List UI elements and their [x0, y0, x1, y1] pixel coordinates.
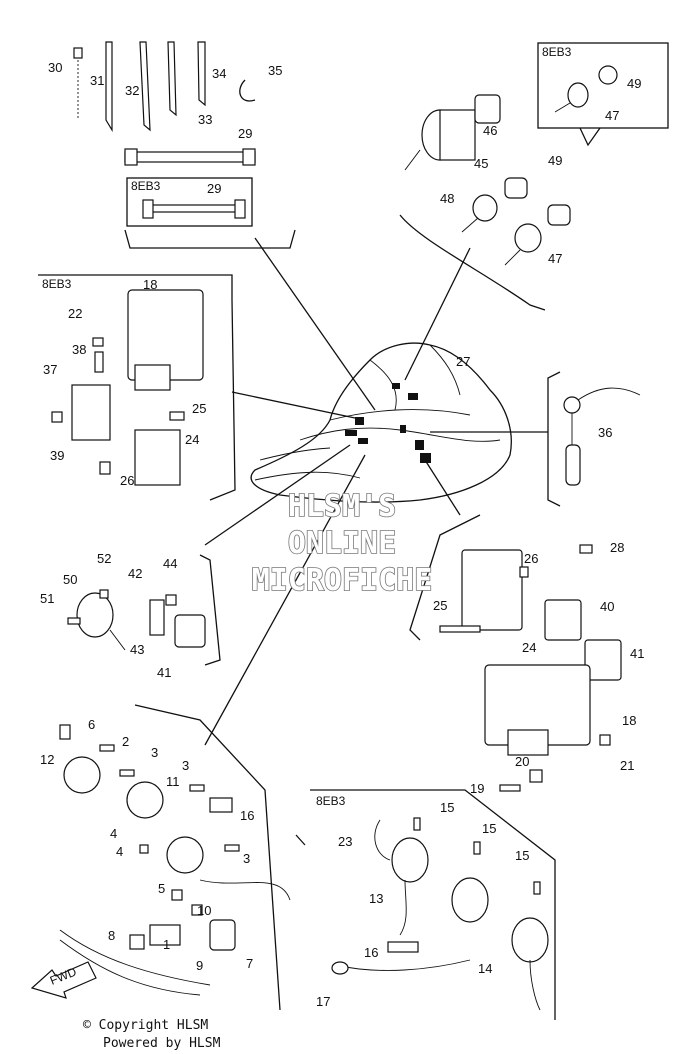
callout-16-right: 16: [364, 945, 378, 960]
callout-27: 27: [456, 354, 470, 369]
callout-52: 52: [97, 551, 111, 566]
callout-31: 31: [90, 73, 104, 88]
switch-group: [399, 42, 669, 311]
callout-17: 17: [316, 994, 330, 1009]
leader-lines: [204, 237, 548, 846]
callout-36: 36: [598, 425, 612, 440]
callout-22: 22: [68, 306, 82, 321]
callout-29-box: 29: [207, 181, 221, 196]
callout-40: 40: [600, 599, 614, 614]
model-tag-bottom-right: 8EB3: [316, 794, 346, 808]
watermark-line-3: MICROFICHE: [252, 563, 433, 598]
callout-11: 11: [166, 774, 180, 789]
callout-6: 6: [88, 717, 95, 732]
callout-32: 32: [125, 83, 139, 98]
callout-7: 7: [246, 956, 253, 971]
callout-25-left: 25: [192, 401, 206, 416]
callout-20: 20: [515, 754, 529, 769]
callout-26-right: 26: [524, 551, 538, 566]
model-tag-top-left: 8EB3: [131, 179, 161, 193]
callout-1: 1: [163, 937, 170, 952]
callout-3-b: 3: [182, 758, 189, 773]
callout-37: 37: [43, 362, 57, 377]
callout-33: 33: [198, 112, 212, 127]
ignition-8eb3-group: [310, 789, 556, 1020]
callout-41-left: 41: [157, 665, 171, 680]
callout-24-left: 24: [185, 432, 199, 447]
callout-35: 35: [268, 63, 282, 78]
callout-21: 21: [620, 758, 634, 773]
callout-2: 2: [122, 734, 129, 749]
sensor-group: [67, 554, 221, 666]
copyright-text: © Copyright HLSM: [83, 1018, 208, 1033]
callout-10: 10: [197, 903, 211, 918]
callout-4-b: 4: [116, 844, 123, 859]
callout-47: 47: [548, 251, 562, 266]
callout-38: 38: [72, 342, 86, 357]
callout-26-left: 26: [120, 473, 134, 488]
callout-47-box: 47: [605, 108, 619, 123]
callout-16-left: 16: [240, 808, 254, 823]
callout-48: 48: [440, 191, 454, 206]
callout-3-a: 3: [151, 745, 158, 760]
callout-15-c: 15: [515, 848, 529, 863]
rectifier-group: [409, 514, 622, 792]
callout-13: 13: [369, 891, 383, 906]
callout-15-b: 15: [482, 821, 496, 836]
callout-45: 45: [474, 156, 488, 171]
snowmobile-body: [250, 342, 512, 503]
callout-34: 34: [212, 66, 226, 81]
callout-9: 9: [196, 958, 203, 973]
callout-19: 19: [470, 781, 484, 796]
callout-49: 49: [548, 153, 562, 168]
callout-15-a: 15: [440, 800, 454, 815]
callout-39: 39: [50, 448, 64, 463]
callout-labels: 30 31 32 33 34 35 29 29 49 47 46 45 49 4…: [40, 60, 644, 1009]
callout-24-right: 24: [522, 640, 536, 655]
watermark-line-2: ONLINE: [288, 526, 396, 561]
watermark: HLSM'S ONLINE MICROFICHE: [251, 488, 433, 599]
callout-43: 43: [130, 642, 144, 657]
callout-41-right: 41: [630, 646, 644, 661]
wire-bands-group: [73, 41, 296, 249]
callout-3-c: 3: [243, 851, 250, 866]
callout-44: 44: [163, 556, 177, 571]
callout-50: 50: [63, 572, 77, 587]
model-tag-top-right: 8EB3: [542, 45, 572, 59]
callout-42: 42: [128, 566, 142, 581]
cdi-group: [38, 274, 236, 501]
callout-8: 8: [108, 928, 115, 943]
callout-29-top: 29: [238, 126, 252, 141]
model-tag-left-middle: 8EB3: [42, 277, 72, 291]
ignition-group: FWD: [30, 704, 291, 1011]
callout-14: 14: [478, 961, 492, 976]
callout-5: 5: [158, 881, 165, 896]
callout-18-top: 18: [143, 277, 157, 292]
relay-group: [547, 371, 641, 507]
callout-46: 46: [483, 123, 497, 138]
callout-51: 51: [40, 591, 54, 606]
callout-18-right: 18: [622, 713, 636, 728]
callout-25-right: 25: [433, 598, 447, 613]
callout-30: 30: [48, 60, 62, 75]
callout-12: 12: [40, 752, 54, 767]
callout-28: 28: [610, 540, 624, 555]
powered-by-text: Powered by HLSM: [103, 1036, 221, 1051]
callout-4-a: 4: [110, 826, 117, 841]
callout-49-box: 49: [627, 76, 641, 91]
callout-23: 23: [338, 834, 352, 849]
watermark-line-1: HLSM'S: [288, 489, 396, 524]
